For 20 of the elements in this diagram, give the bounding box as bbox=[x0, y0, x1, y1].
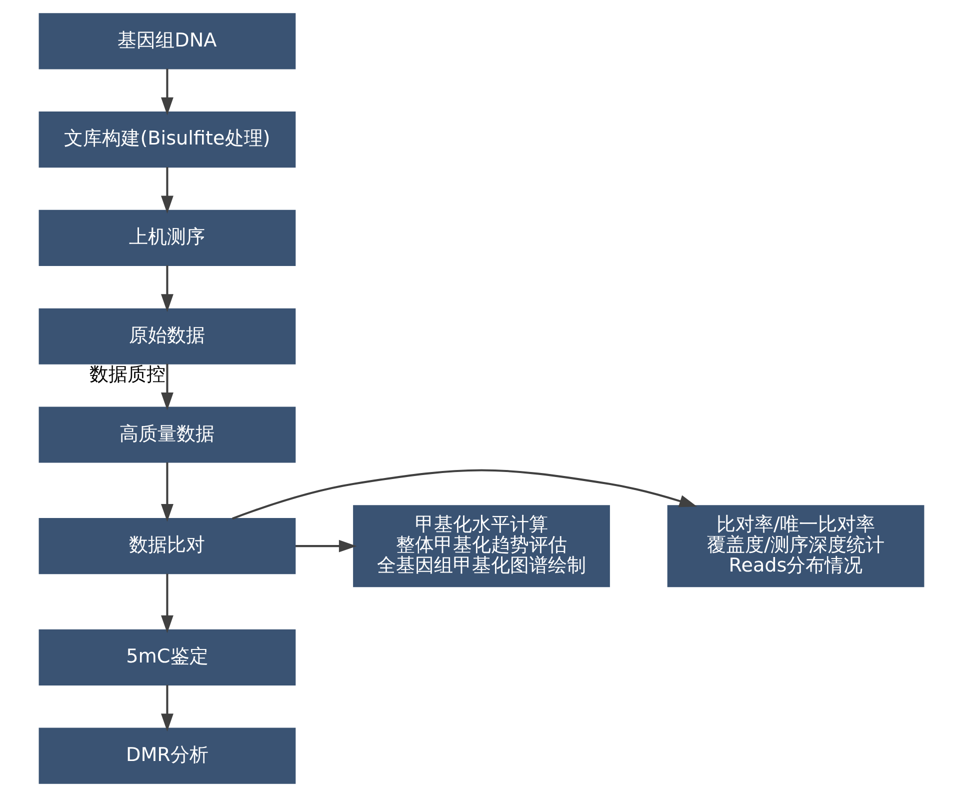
node-box: 文库构建(Bisulfite处理) bbox=[38, 112, 296, 168]
node-box: 5mC鉴定 bbox=[38, 629, 296, 686]
node-box: 上机测序 bbox=[38, 210, 296, 266]
arrow bbox=[160, 684, 173, 732]
node-box: DMR分析 bbox=[38, 728, 296, 784]
arrow bbox=[160, 265, 173, 312]
arrow bbox=[160, 574, 173, 634]
node-box: 甲基化水平计算 整体甲基化趋势评估 全基因组甲基化图谱绘制 bbox=[352, 505, 610, 588]
node-box: 原始数据 bbox=[38, 308, 296, 364]
arrow bbox=[160, 462, 173, 522]
arrow bbox=[160, 167, 173, 214]
node-box: 数据比对 bbox=[38, 518, 296, 574]
node-box: 基因组DNA bbox=[38, 13, 296, 70]
arrow bbox=[295, 540, 356, 552]
edge-label: 数据质控 bbox=[89, 362, 166, 386]
arrow bbox=[232, 469, 697, 520]
arrow bbox=[160, 68, 173, 116]
arrow bbox=[160, 364, 173, 410]
node-box: 比对率/唯一比对率 覆盖度/测序深度统计 Reads分布情况 bbox=[666, 505, 924, 588]
node-box: 高质量数据 bbox=[38, 406, 296, 463]
